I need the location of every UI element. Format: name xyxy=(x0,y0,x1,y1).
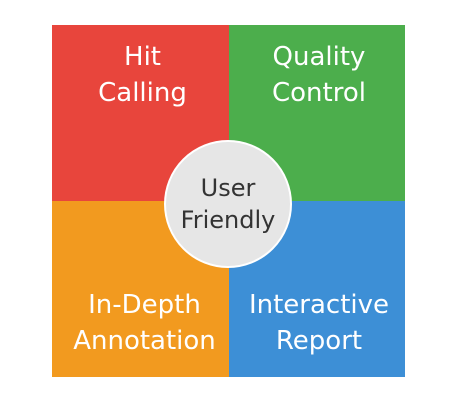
center-label: User Friendly xyxy=(181,172,276,236)
center-label-line1: User xyxy=(200,174,256,202)
quadrant-label: Quality Control xyxy=(272,39,366,111)
quadrant-label-line1: Quality xyxy=(272,42,366,72)
quadrant-label-line1: In-Depth xyxy=(88,290,201,320)
center-label-line2: Friendly xyxy=(180,206,276,234)
quadrant-label-line2: Report xyxy=(275,326,363,356)
quadrant-hit-calling: Hit Calling xyxy=(52,25,229,201)
quadrant-label: In-Depth Annotation xyxy=(73,287,216,359)
quadrant-label-line2: Annotation xyxy=(73,326,216,356)
quadrant-label-line1: Interactive xyxy=(248,290,390,320)
quadrant-label: Hit Calling xyxy=(98,39,187,111)
quadrant-label-line2: Calling xyxy=(98,78,187,108)
quadrant-label-line2: Control xyxy=(272,78,366,108)
quadrant-label-line1: Hit xyxy=(124,42,161,72)
center-circle-user-friendly: User Friendly xyxy=(164,140,292,268)
quadrant-label: Interactive Report xyxy=(249,287,389,359)
